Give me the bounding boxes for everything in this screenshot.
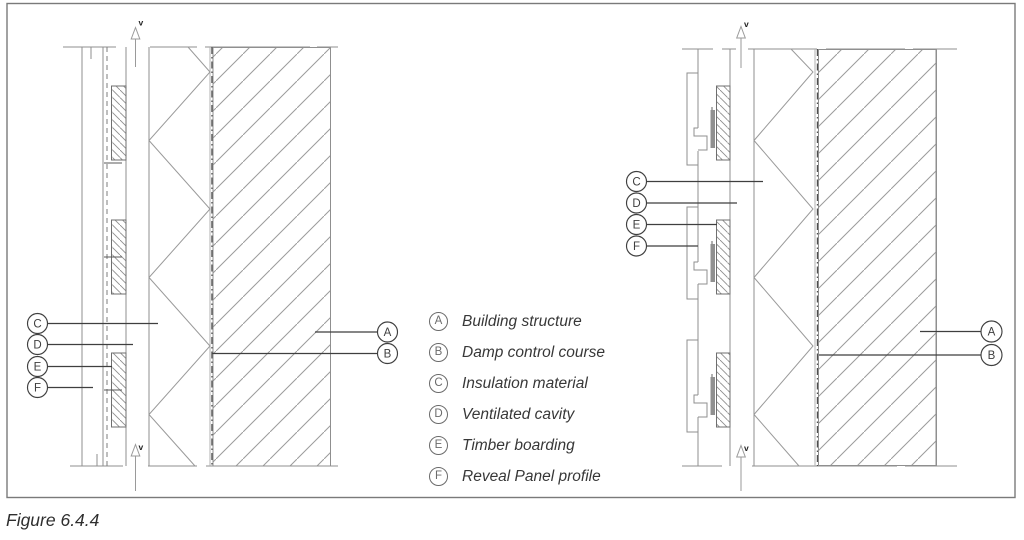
callout-letter: C xyxy=(33,319,41,331)
fixing-clip xyxy=(710,110,715,148)
callout-circle-f xyxy=(26,376,49,399)
legend-label-f: Reveal Panel profile xyxy=(462,467,601,485)
panel-reveal-step xyxy=(686,206,698,300)
callout-letter: F xyxy=(34,383,41,395)
panel-reveal-step xyxy=(686,72,698,166)
callout-circle-a xyxy=(376,321,399,343)
callout-circle-f xyxy=(625,235,648,257)
legend-label-a: Building structure xyxy=(462,312,582,330)
figure-caption: Figure 6.4.4 xyxy=(6,510,100,530)
right-wall-section: v v xyxy=(682,19,957,491)
figure-border xyxy=(6,2,1016,499)
ventilation-arrow-bottom xyxy=(735,444,747,491)
legend-item-b: B Damp control course xyxy=(429,343,605,362)
panel-joint-fold xyxy=(693,127,708,151)
legend-item-e: E Timber boarding xyxy=(429,436,575,455)
callout-letter: A xyxy=(384,327,392,339)
legend-badge-b: B xyxy=(429,343,448,362)
panel-joint-fold xyxy=(693,394,708,418)
vent-arrow-label: v xyxy=(744,443,749,453)
left-right-callouts: A B xyxy=(212,321,399,365)
timber-board xyxy=(716,85,731,161)
callout-letter: A xyxy=(988,327,996,339)
vent-arrow-label: v xyxy=(744,19,749,29)
callout-circle-c xyxy=(625,170,648,193)
legend-label-d: Ventilated cavity xyxy=(462,405,575,423)
legend-badge-e: E xyxy=(429,436,448,455)
callout-letter: B xyxy=(384,349,392,361)
fixing-clip xyxy=(710,244,715,282)
timber-board xyxy=(111,85,127,161)
panel-reveal-step xyxy=(686,339,698,433)
fixing-clip xyxy=(710,377,715,415)
callout-circle-e xyxy=(26,355,49,378)
legend-label-e: Timber boarding xyxy=(462,436,575,454)
insulation-zigzag xyxy=(753,48,814,467)
callout-letter: F xyxy=(633,241,640,253)
callout-circle-d xyxy=(625,192,648,214)
legend-label-c: Insulation material xyxy=(462,374,588,392)
legend-label-b: Damp control course xyxy=(462,343,606,361)
vent-arrow-label: v xyxy=(139,18,144,28)
callout-circle-b xyxy=(376,342,399,365)
left-wall-section: v v xyxy=(63,18,338,491)
panel-joint-ticks xyxy=(104,162,122,391)
panel-joint-fold xyxy=(693,261,708,285)
timber-board xyxy=(716,352,731,428)
callout-letter: E xyxy=(633,220,641,232)
callout-letter: C xyxy=(632,177,640,189)
legend-badge-a: A xyxy=(429,312,448,331)
legend-item-a: A Building structure xyxy=(429,312,582,331)
ventilation-arrow-top xyxy=(130,26,141,67)
callout-letter: E xyxy=(34,362,42,374)
callout-circle-e xyxy=(625,213,648,236)
callout-letter: B xyxy=(988,350,996,362)
callout-circle-d xyxy=(26,333,49,356)
callout-circle-a xyxy=(980,320,1003,343)
legend-item-f: F Reveal Panel profile xyxy=(429,467,601,486)
callout-circle-b xyxy=(980,343,1003,367)
legend-badge-d: D xyxy=(429,405,448,424)
timber-board xyxy=(716,219,731,295)
callout-letter: D xyxy=(33,340,41,352)
legend-item-d: D Ventilated cavity xyxy=(429,405,574,424)
left-side-callouts: C D E F xyxy=(26,312,158,399)
ventilation-arrow-bottom xyxy=(130,443,141,491)
callout-letter: D xyxy=(632,198,640,210)
right-right-callouts: A B xyxy=(819,320,1003,367)
legend-badge-f: F xyxy=(429,467,448,486)
ventilation-arrow-top xyxy=(735,25,747,68)
right-side-callouts: C D E F xyxy=(625,170,763,257)
building-structure-hatch xyxy=(818,49,937,466)
building-structure-hatch xyxy=(212,47,331,467)
legend-item-c: C Insulation material xyxy=(429,374,588,393)
callout-circle-c xyxy=(26,312,49,335)
insulation-zigzag xyxy=(148,46,211,467)
legend-badge-c: C xyxy=(429,374,448,393)
vent-arrow-label: v xyxy=(139,442,144,452)
